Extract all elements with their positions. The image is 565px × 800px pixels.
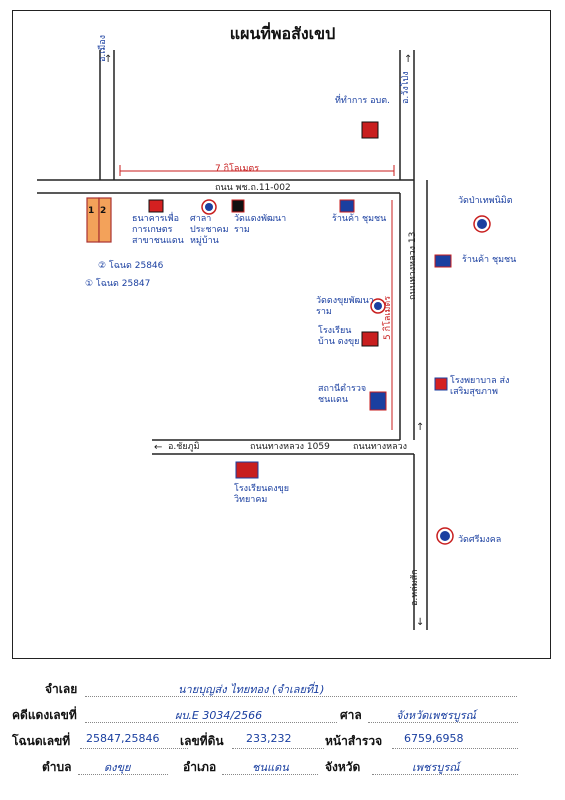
court-key: ศาล (340, 708, 362, 722)
marker-shop-right (434, 254, 452, 268)
form-row-case: คดีแดงเลขที่ ผบ.E 3034/2566 ศาล จังหวัดเ… (0, 706, 565, 730)
arrow-down-lower: ↓ (416, 617, 424, 628)
land-line (232, 748, 324, 749)
label-plot-2: ② โฉนด 25846 (98, 261, 164, 271)
highway-label: ถนน พช.ถ.11-002 (215, 183, 291, 193)
left-arrow-label: อ.ชัยภูมิ (168, 442, 200, 452)
right-road-lower-label: ถนนทางหลวง (353, 442, 408, 452)
label-district-office: ที่ทำการ อบต. (335, 96, 390, 106)
district-line (222, 774, 318, 775)
subdistrict-line (78, 774, 168, 775)
label-school-a: ศาลาประชาคม หมู่บ้าน (190, 214, 229, 246)
marker-school-a-icon (201, 199, 217, 215)
label-temple-right: วัดป่าเทพนิมิต (458, 196, 513, 206)
arrow-up-right: ↑ (404, 54, 412, 65)
subdistrict-value: ดงขุย (104, 761, 131, 774)
land-key: เลขที่ดิน (180, 734, 224, 748)
map-frame (12, 10, 551, 659)
marker-hotel (339, 199, 355, 213)
marker-temple-a (231, 199, 245, 213)
province-key: จังหวัด (325, 760, 361, 774)
form-row-location: ตำบล ดงขุย อำเภอ ชนแดน จังหวัด เพชรบูรณ์ (0, 758, 565, 782)
label-agri-bank: ธนาคารเพื่อการเกษตร สาขาชนแดน (132, 214, 184, 246)
arrow-up-lower: ↑ (416, 422, 424, 433)
deed-line (80, 748, 188, 749)
marker-temple-bottom-icon (436, 527, 454, 545)
subdistrict-key: ตำบล (42, 760, 72, 774)
survey-line (392, 748, 518, 749)
marker-school-d (235, 461, 259, 479)
marker-temple-mid-icon (370, 298, 386, 314)
defendant-line (85, 696, 517, 697)
label-shop-right: ร้านค้า ชุมชน (462, 255, 517, 265)
form-row-deed: โฉนดเลขที่ 25847,25846 เลขที่ดิน 233,232… (0, 732, 565, 756)
defendant-key: จำเลย (45, 682, 78, 696)
arrow-up-left: ↑ (104, 54, 112, 65)
plot-number-2: 2 (100, 206, 107, 216)
right-highway-label: ถนนทางหลวง 13 (408, 231, 418, 300)
arrow-left-middle: ← (154, 442, 162, 453)
district-value: ชนแดน (252, 761, 289, 774)
label-temple-bottom: วัดศรีมงคล (458, 535, 502, 545)
label-school-c: โรงเรียนบ้าน ดงขุย (318, 326, 360, 347)
distance-7km-label: 7 กิโลเมตร (215, 164, 260, 174)
land-plot-1 (86, 197, 100, 243)
province-value: เพชรบูรณ์ (412, 761, 460, 774)
bottom-vertical-label: อ.หล่มสัก (410, 569, 420, 606)
province-line (372, 774, 518, 775)
label-school-d: โรงเรียนดงขุย วิทยาคม (234, 484, 290, 505)
plot-number-1: 1 (88, 206, 95, 216)
label-temple-mid: วัดดงขุยพัฒนาราม (316, 296, 374, 317)
marker-police (369, 391, 387, 411)
case-key: คดีแดงเลขที่ (12, 708, 77, 722)
marker-school-c (361, 331, 379, 347)
case-line (85, 722, 337, 723)
form-row-defendant: จำเลย นายบุญส่ง ไทยทอง (จำเลยที่1) (0, 680, 565, 704)
survey-value: 6759,6958 (404, 732, 464, 745)
deed-key: โฉนดเลขที่ (12, 734, 71, 748)
marker-hospital (434, 377, 448, 391)
label-temple-a: วัดแดงพัฒนาราม (234, 214, 287, 235)
land-value: 233,232 (246, 732, 292, 745)
label-plot-1: ① โฉนด 25847 (85, 279, 151, 289)
road-label-left-top: อ.เมือง (98, 34, 108, 62)
marker-district-office (361, 121, 379, 139)
defendant-value: นายบุญส่ง ไทยทอง (จำเลยที่1) (178, 683, 325, 696)
label-police: สถานีตำรวจ ชนแดน (318, 384, 367, 405)
court-value: จังหวัดเพชรบูรณ์ (396, 709, 476, 722)
label-hotel: ร้านค้า ชุมชน (332, 214, 387, 224)
marker-agri-bank (148, 199, 164, 213)
map-title: แผนที่พอสังเขป (229, 24, 336, 43)
survey-key: หน้าสำรวจ (325, 734, 383, 748)
district-key: อำเภอ (183, 760, 217, 774)
middle-road-label: ถนนทางหลวง 1059 (250, 442, 330, 452)
court-line (368, 722, 518, 723)
marker-temple-right-icon (473, 215, 491, 233)
deed-value: 25847,25846 (86, 732, 160, 745)
label-hospital: โรงพยาบาล ส่งเสริมสุขภาพ (450, 376, 510, 397)
road-map: ↑ ↑ ← ↑ ↓ (37, 50, 491, 630)
case-value: ผบ.E 3034/2566 (175, 709, 263, 722)
distance-5km-label: 5 กิโลเมตร (383, 295, 393, 340)
land-plot-2 (98, 197, 112, 243)
